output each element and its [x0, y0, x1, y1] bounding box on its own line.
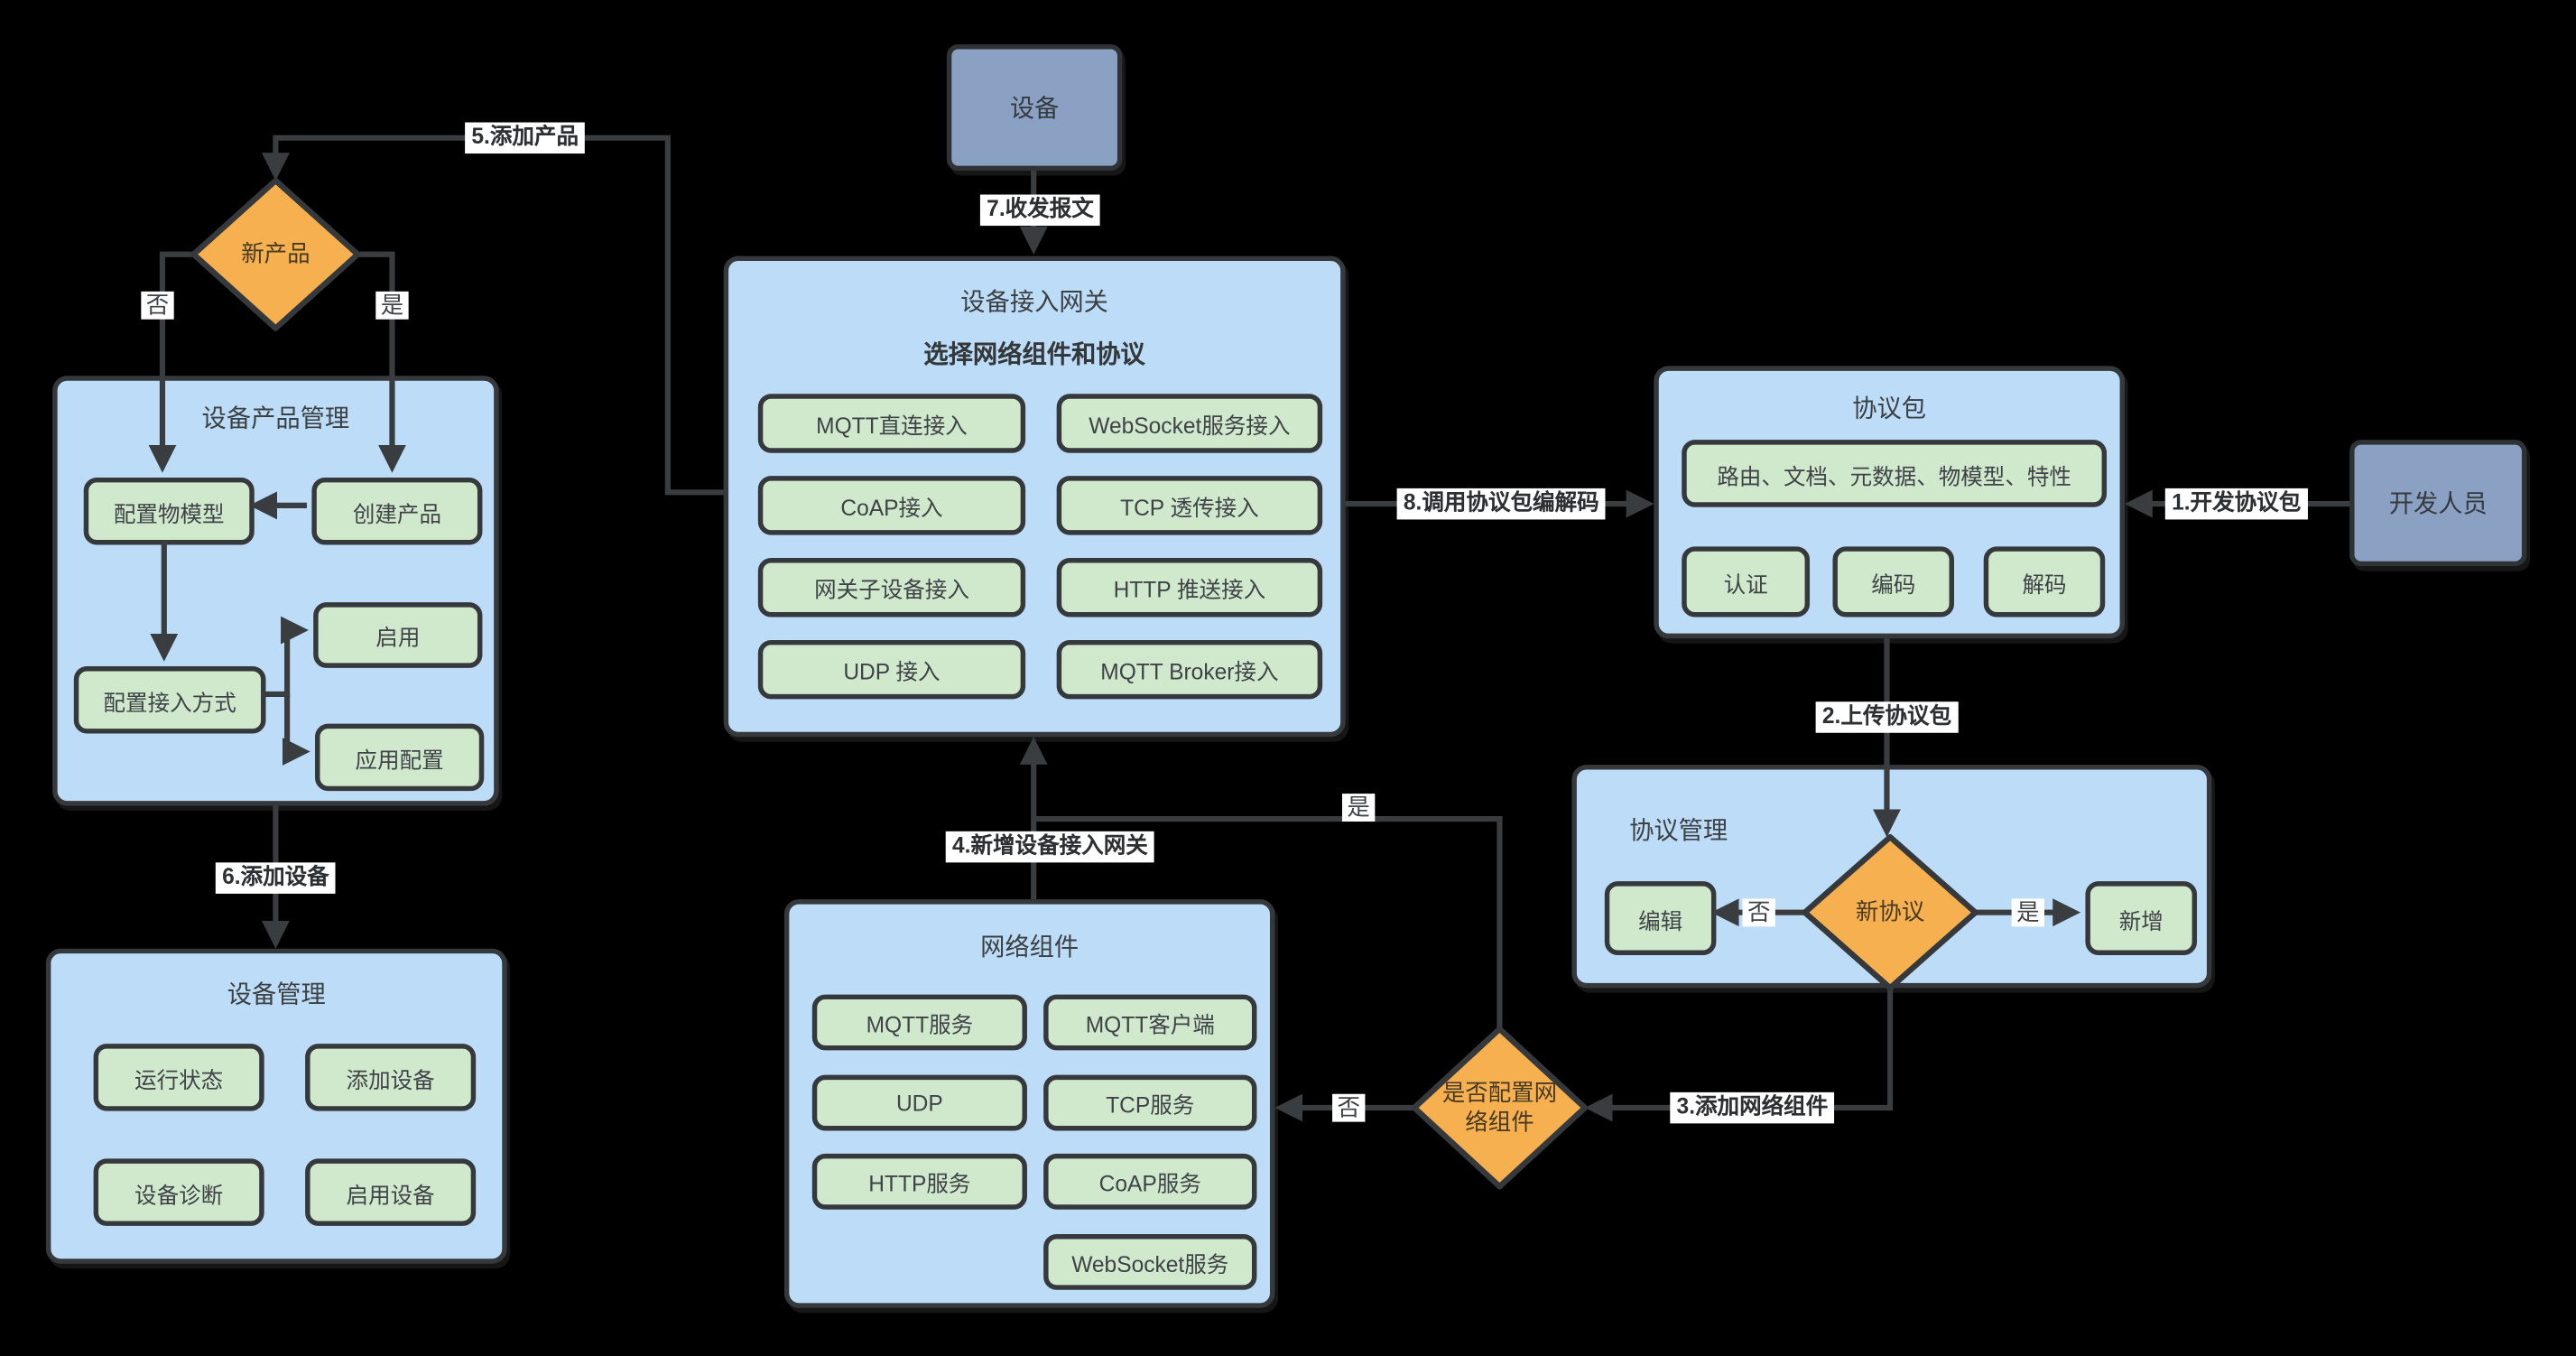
decision-config-network-label: 是否配置网络组件 [1441, 1079, 1558, 1135]
gateway-button-tcp-passthrough: TCP 透传接入 [1056, 476, 1323, 535]
panel-product-management: 设备产品管理 配置物模型 创建产品 配置接入方式 启用 应用配置 [52, 376, 499, 806]
panel-product-management-title: 设备产品管理 [201, 404, 350, 433]
edge-label-step3: 3.添加网络组件 [1670, 1091, 1835, 1124]
network-button-mqtt-service: MQTT服务 [811, 994, 1027, 1051]
button-create-product: 创建产品 [311, 477, 483, 545]
label-newproduct-no: 否 [141, 291, 174, 320]
network-button-tcp-service: TCP服务 [1043, 1074, 1257, 1131]
network-button-websocket-service: WebSocket服务 [1043, 1233, 1257, 1290]
edge-label-step2: 2.上传协议包 [1815, 701, 1959, 733]
panel-network-components: 网络组件 MQTT服务 MQTT客户端 UDP TCP服务 HTTP服务 CoA… [783, 899, 1275, 1308]
gateway-button-http-push: HTTP 推送接入 [1056, 558, 1323, 618]
gateway-button-websocket-service: WebSocket服务接入 [1056, 394, 1323, 453]
button-enable: 启用 [313, 602, 483, 668]
button-decode: 解码 [1983, 546, 2106, 618]
button-add-protocol: 新增 [2085, 881, 2198, 955]
label-newprotocol-yes: 是 [2011, 898, 2044, 926]
network-button-udp: UDP [811, 1074, 1027, 1131]
button-enable-device: 启用设备 [305, 1158, 477, 1226]
network-button-mqtt-client: MQTT客户端 [1043, 994, 1257, 1051]
network-button-coap-service: CoAP服务 [1043, 1153, 1257, 1210]
button-protocol-features: 路由、文档、元数据、物模型、特性 [1682, 440, 2108, 507]
panel-protocol-management-title: 协议管理 [1629, 817, 1728, 846]
gateway-button-gateway-subdevice: 网关子设备接入 [757, 558, 1026, 618]
button-device-diagnosis: 设备诊断 [93, 1158, 264, 1226]
node-developer: 开发人员 [2349, 440, 2527, 567]
node-device-label: 设备 [1009, 95, 1060, 124]
button-encode: 编码 [1832, 546, 1954, 618]
panel-protocol-management: 协议管理 编辑 新增 [1571, 765, 2212, 989]
button-app-config: 应用配置 [315, 723, 485, 792]
panel-protocol-package: 协议包 路由、文档、元数据、物模型、特性 认证 编码 解码 [1654, 366, 2126, 639]
edge-label-step6: 6.添加设备 [215, 862, 336, 894]
gateway-button-mqtt-direct: MQTT直连接入 [757, 394, 1026, 453]
gateway-button-udp: UDP 接入 [757, 639, 1026, 700]
label-confignet-no: 否 [1332, 1093, 1366, 1122]
node-device: 设备 [946, 44, 1123, 172]
network-button-http-service: HTTP服务 [811, 1153, 1027, 1210]
button-auth: 认证 [1682, 546, 1811, 618]
node-developer-label: 开发人员 [2388, 490, 2488, 519]
edge-label-step5: 5.添加产品 [465, 122, 586, 153]
decision-new-protocol-label: 新协议 [1855, 897, 1925, 924]
edge-label-step8: 8.调用协议包编解码 [1396, 488, 1606, 520]
panel-device-access-gateway: 设备接入网关 选择网络组件和协议 MQTT直连接入 WebSocket服务接入 … [723, 255, 1346, 738]
label-confignet-yes: 是 [1341, 794, 1376, 822]
edge-label-step7: 7.收发报文 [979, 194, 1101, 226]
panel-device-access-gateway-title: 设备接入网关 [960, 288, 1108, 317]
edge-protocolmgmt-to-confignet [1584, 988, 1894, 1122]
button-edit-protocol: 编辑 [1604, 881, 1717, 955]
panel-device-access-gateway-subtitle: 选择网络组件和协议 [923, 341, 1145, 370]
button-running-status: 运行状态 [93, 1044, 264, 1111]
panel-network-components-title: 网络组件 [980, 933, 1080, 962]
label-newprotocol-no: 否 [1742, 898, 1775, 926]
panel-device-management-title: 设备管理 [227, 981, 326, 1009]
label-newproduct-yes: 是 [375, 291, 409, 320]
edge-label-step4: 4.新增设备接入网关 [945, 831, 1155, 863]
panel-protocol-package-title: 协议包 [1852, 395, 1927, 423]
button-config-thing-model: 配置物模型 [83, 477, 255, 545]
decision-new-product-label: 新产品 [241, 239, 310, 266]
button-config-access-mode: 配置接入方式 [73, 666, 266, 734]
gateway-button-mqtt-broker: MQTT Broker接入 [1056, 639, 1323, 700]
panel-device-management: 设备管理 运行状态 添加设备 设备诊断 启用设备 [45, 948, 507, 1264]
button-add-device: 添加设备 [305, 1044, 477, 1111]
edge-label-step1: 1.开发协议包 [2164, 488, 2308, 520]
gateway-button-coap: CoAP接入 [757, 476, 1026, 535]
